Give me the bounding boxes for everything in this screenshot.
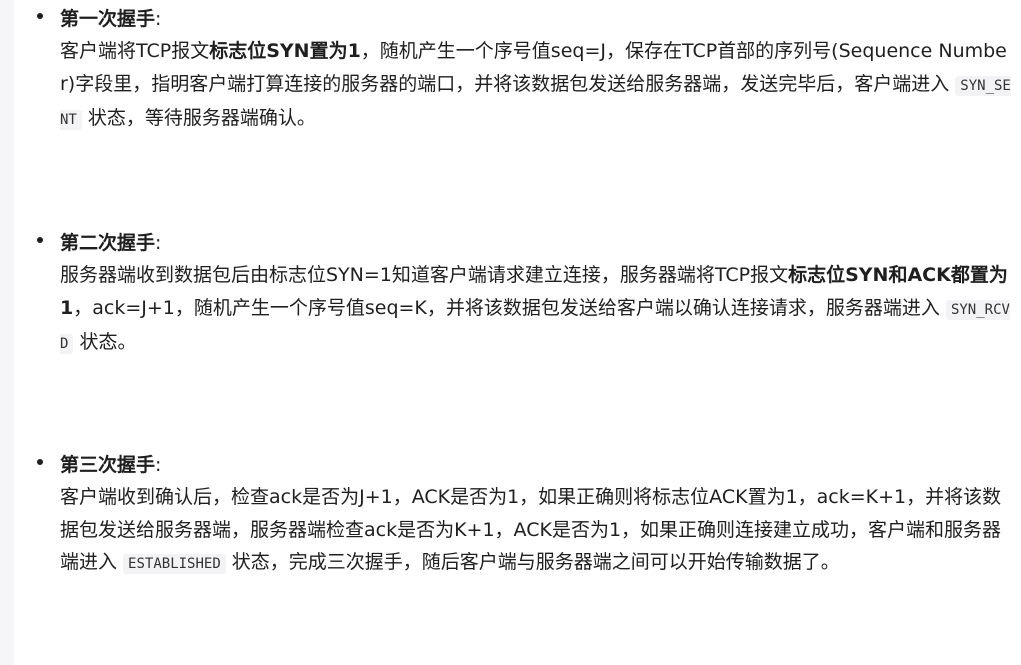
- text-run: 客户端收到确认后，检查ack是否为J+1，ACK是否为1，如果正确则将标志位AC…: [60, 486, 1002, 573]
- text-run: 状态，等待服务器端确认。: [81, 107, 316, 129]
- bullet-icon: [37, 13, 43, 19]
- step-title-colon: :: [155, 8, 162, 30]
- step-title: 第一次握手: [60, 8, 156, 30]
- text-run: 服务器端收到数据包后由标志位SYN=1知道客户端请求建立连接，服务器端将TCP报…: [60, 264, 789, 286]
- left-margin-bar: [0, 0, 14, 665]
- list-item-third-handshake: 第三次握手: 客户端收到确认后，检查ack是否为J+1，ACK是否为1，如果正确…: [37, 449, 1015, 581]
- list-item-second-handshake: 第二次握手: 服务器端收到数据包后由标志位SYN=1知道客户端请求建立连接，服务…: [37, 227, 1015, 361]
- text-run: 状态。: [73, 331, 137, 353]
- text-run: 状态，完成三次握手，随后客户端与服务器端之间可以开始传输数据了。: [225, 551, 840, 573]
- step-title-colon: :: [155, 232, 162, 254]
- bold-text-run: 标志位SYN置为1: [209, 40, 361, 62]
- step-heading: 第二次握手:: [60, 227, 1015, 259]
- step-heading: 第三次握手:: [60, 449, 1015, 481]
- step-description: 服务器端收到数据包后由标志位SYN=1知道客户端请求建立连接，服务器端将TCP报…: [60, 259, 1015, 361]
- list-item-first-handshake: 第一次握手: 客户端将TCP报文标志位SYN置为1，随机产生一个序号值seq=J…: [37, 3, 1015, 137]
- step-title-colon: :: [155, 454, 162, 476]
- bullet-icon: [37, 459, 43, 465]
- text-run: ，ack=J+1，随机产生一个序号值seq=K，并将该数据包发送给客户端以确认连…: [73, 296, 946, 319]
- step-heading: 第一次握手:: [60, 3, 1015, 35]
- bullet-icon: [37, 237, 43, 243]
- bold-text-run: 标志位SYN和ACK都置为1: [60, 264, 1008, 319]
- text-run: 客户端将TCP报文: [60, 40, 210, 62]
- step-description: 客户端收到确认后，检查ack是否为J+1，ACK是否为1，如果正确则将标志位AC…: [60, 481, 1015, 581]
- step-title: 第二次握手: [60, 232, 156, 254]
- state-code-inline: ESTABLISHED: [123, 554, 226, 574]
- step-title: 第三次握手: [60, 454, 156, 476]
- step-description: 客户端将TCP报文标志位SYN置为1，随机产生一个序号值seq=J，保存在TCP…: [60, 35, 1015, 137]
- text-run: ，随机产生一个序号值seq=J，保存在TCP首部的序列号(Sequence Nu…: [60, 40, 1007, 95]
